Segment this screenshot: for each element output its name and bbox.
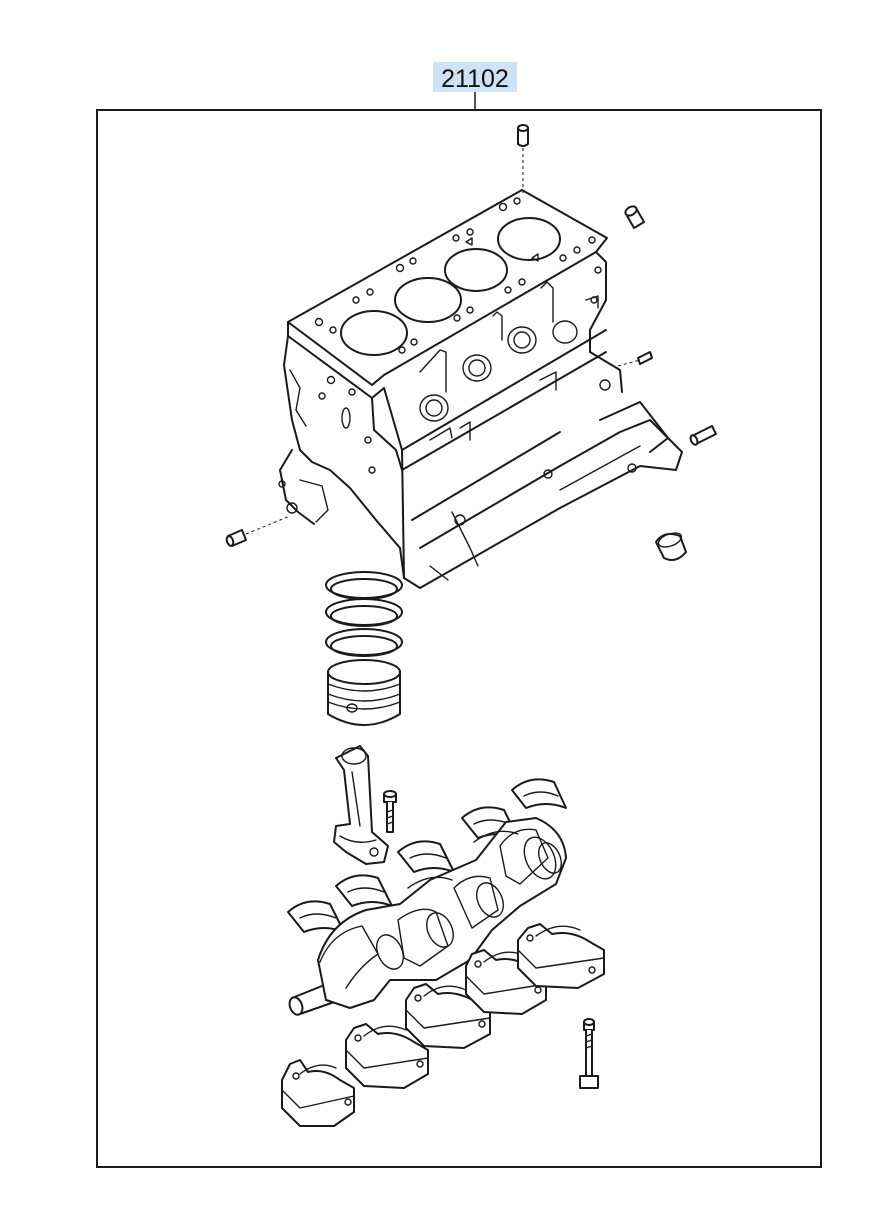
diagram-frame bbox=[96, 109, 822, 1168]
piston-body bbox=[327, 659, 401, 726]
main-bearing-bolt bbox=[579, 1018, 599, 1089]
cylinder-bores bbox=[340, 217, 561, 356]
bearing-cap-2 bbox=[345, 1023, 429, 1089]
dowel-pin-right-lower bbox=[689, 425, 717, 446]
upper-shell-1 bbox=[287, 900, 345, 933]
upper-shell-3 bbox=[397, 840, 455, 873]
deck-bolt-holes bbox=[314, 197, 596, 354]
bearing-cap-5 bbox=[517, 923, 605, 989]
dowel-leader-right bbox=[617, 359, 641, 367]
upper-shell-2 bbox=[335, 874, 393, 907]
connecting-rod-icon[interactable] bbox=[333, 745, 389, 865]
dowel-icon[interactable] bbox=[225, 124, 717, 561]
seal-plug bbox=[655, 532, 687, 561]
dowel-pin-right-small bbox=[637, 351, 653, 365]
bolt-icon[interactable] bbox=[383, 790, 599, 1089]
part-number-callout[interactable]: 21102 bbox=[433, 62, 517, 110]
bearing-cap-3 bbox=[405, 983, 491, 1049]
block-front-holes bbox=[289, 369, 376, 474]
crankshaft-icon[interactable] bbox=[287, 817, 567, 1017]
dowel-pin-top bbox=[517, 124, 529, 147]
engine-block-icon[interactable] bbox=[278, 189, 683, 589]
upper-shell-5 bbox=[511, 778, 567, 809]
block-side-details bbox=[419, 266, 637, 581]
part-number-highlight bbox=[433, 62, 517, 92]
bearing-cap-1 bbox=[281, 1059, 355, 1127]
dowel-pin-right-upper bbox=[624, 205, 645, 229]
part-number-label[interactable]: 21102 bbox=[441, 65, 509, 93]
dowel-pin-left bbox=[225, 529, 247, 547]
piston-rings bbox=[325, 571, 403, 657]
dowel-leader-left bbox=[245, 515, 291, 535]
piston-icon[interactable] bbox=[325, 571, 403, 726]
bearing-cap-icon[interactable] bbox=[281, 923, 605, 1127]
rod-bolt bbox=[383, 790, 397, 833]
